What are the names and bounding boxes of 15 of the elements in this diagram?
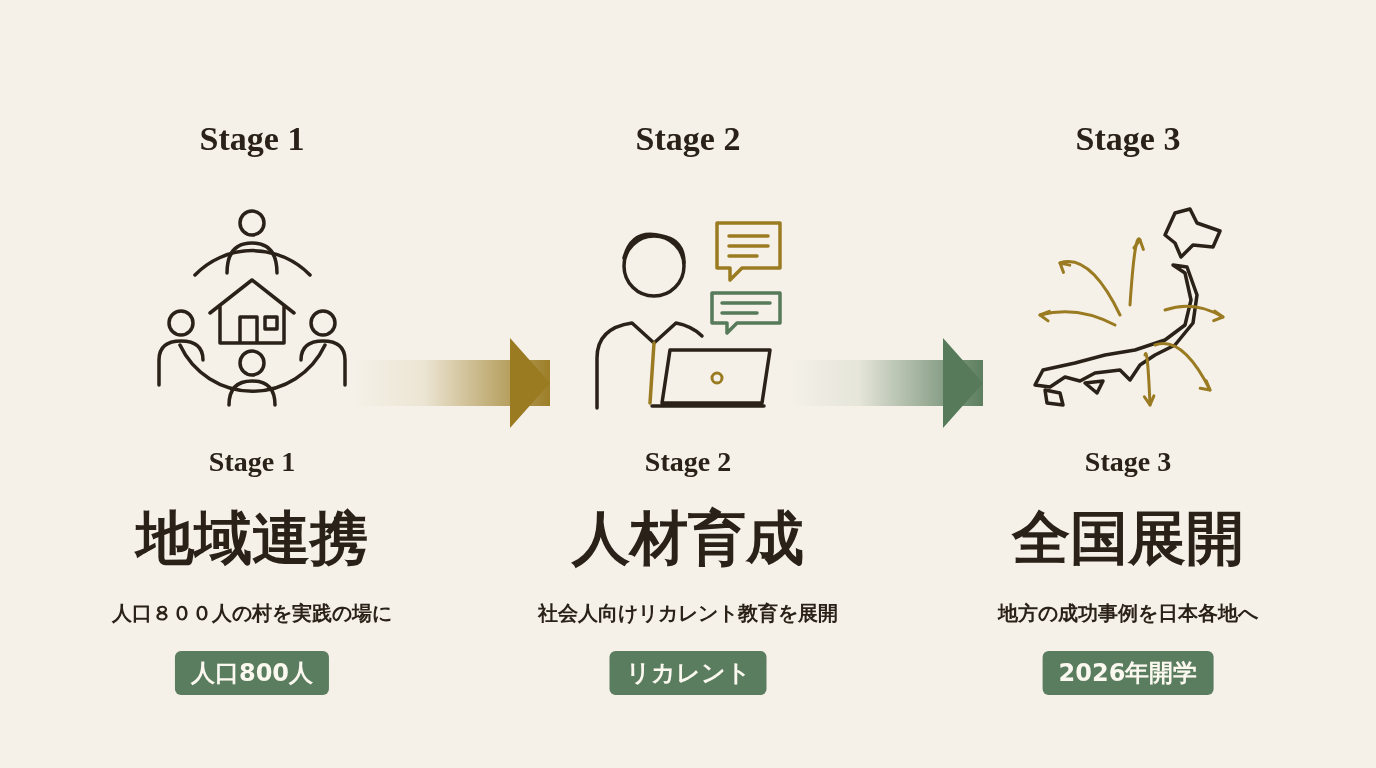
tag-badge: 2026年開学 — [1042, 651, 1214, 695]
description-text: 地方の成功事例を日本各地へ — [998, 600, 1258, 627]
stage-label: Stage 3 — [1084, 446, 1172, 478]
stage-title: 人材育成 — [572, 505, 804, 573]
tag-badge: リカレント — [609, 651, 767, 695]
stage-label: Stage 1 — [208, 446, 296, 478]
stage-title: 全国展開 — [1012, 505, 1244, 573]
stage-heading: Stage 1 — [199, 120, 305, 158]
stage-label: Stage 2 — [644, 446, 732, 478]
stage-title: 地域連携 — [136, 505, 368, 573]
stage-heading: Stage 2 — [635, 120, 741, 158]
tag-badge: 人口800人 — [174, 651, 330, 695]
description-text: 社会人向けリカレント教育を展開 — [538, 600, 838, 627]
stage-heading: Stage 3 — [1075, 120, 1181, 158]
description-text: 人口８００人の村を実践の場に — [112, 600, 392, 627]
